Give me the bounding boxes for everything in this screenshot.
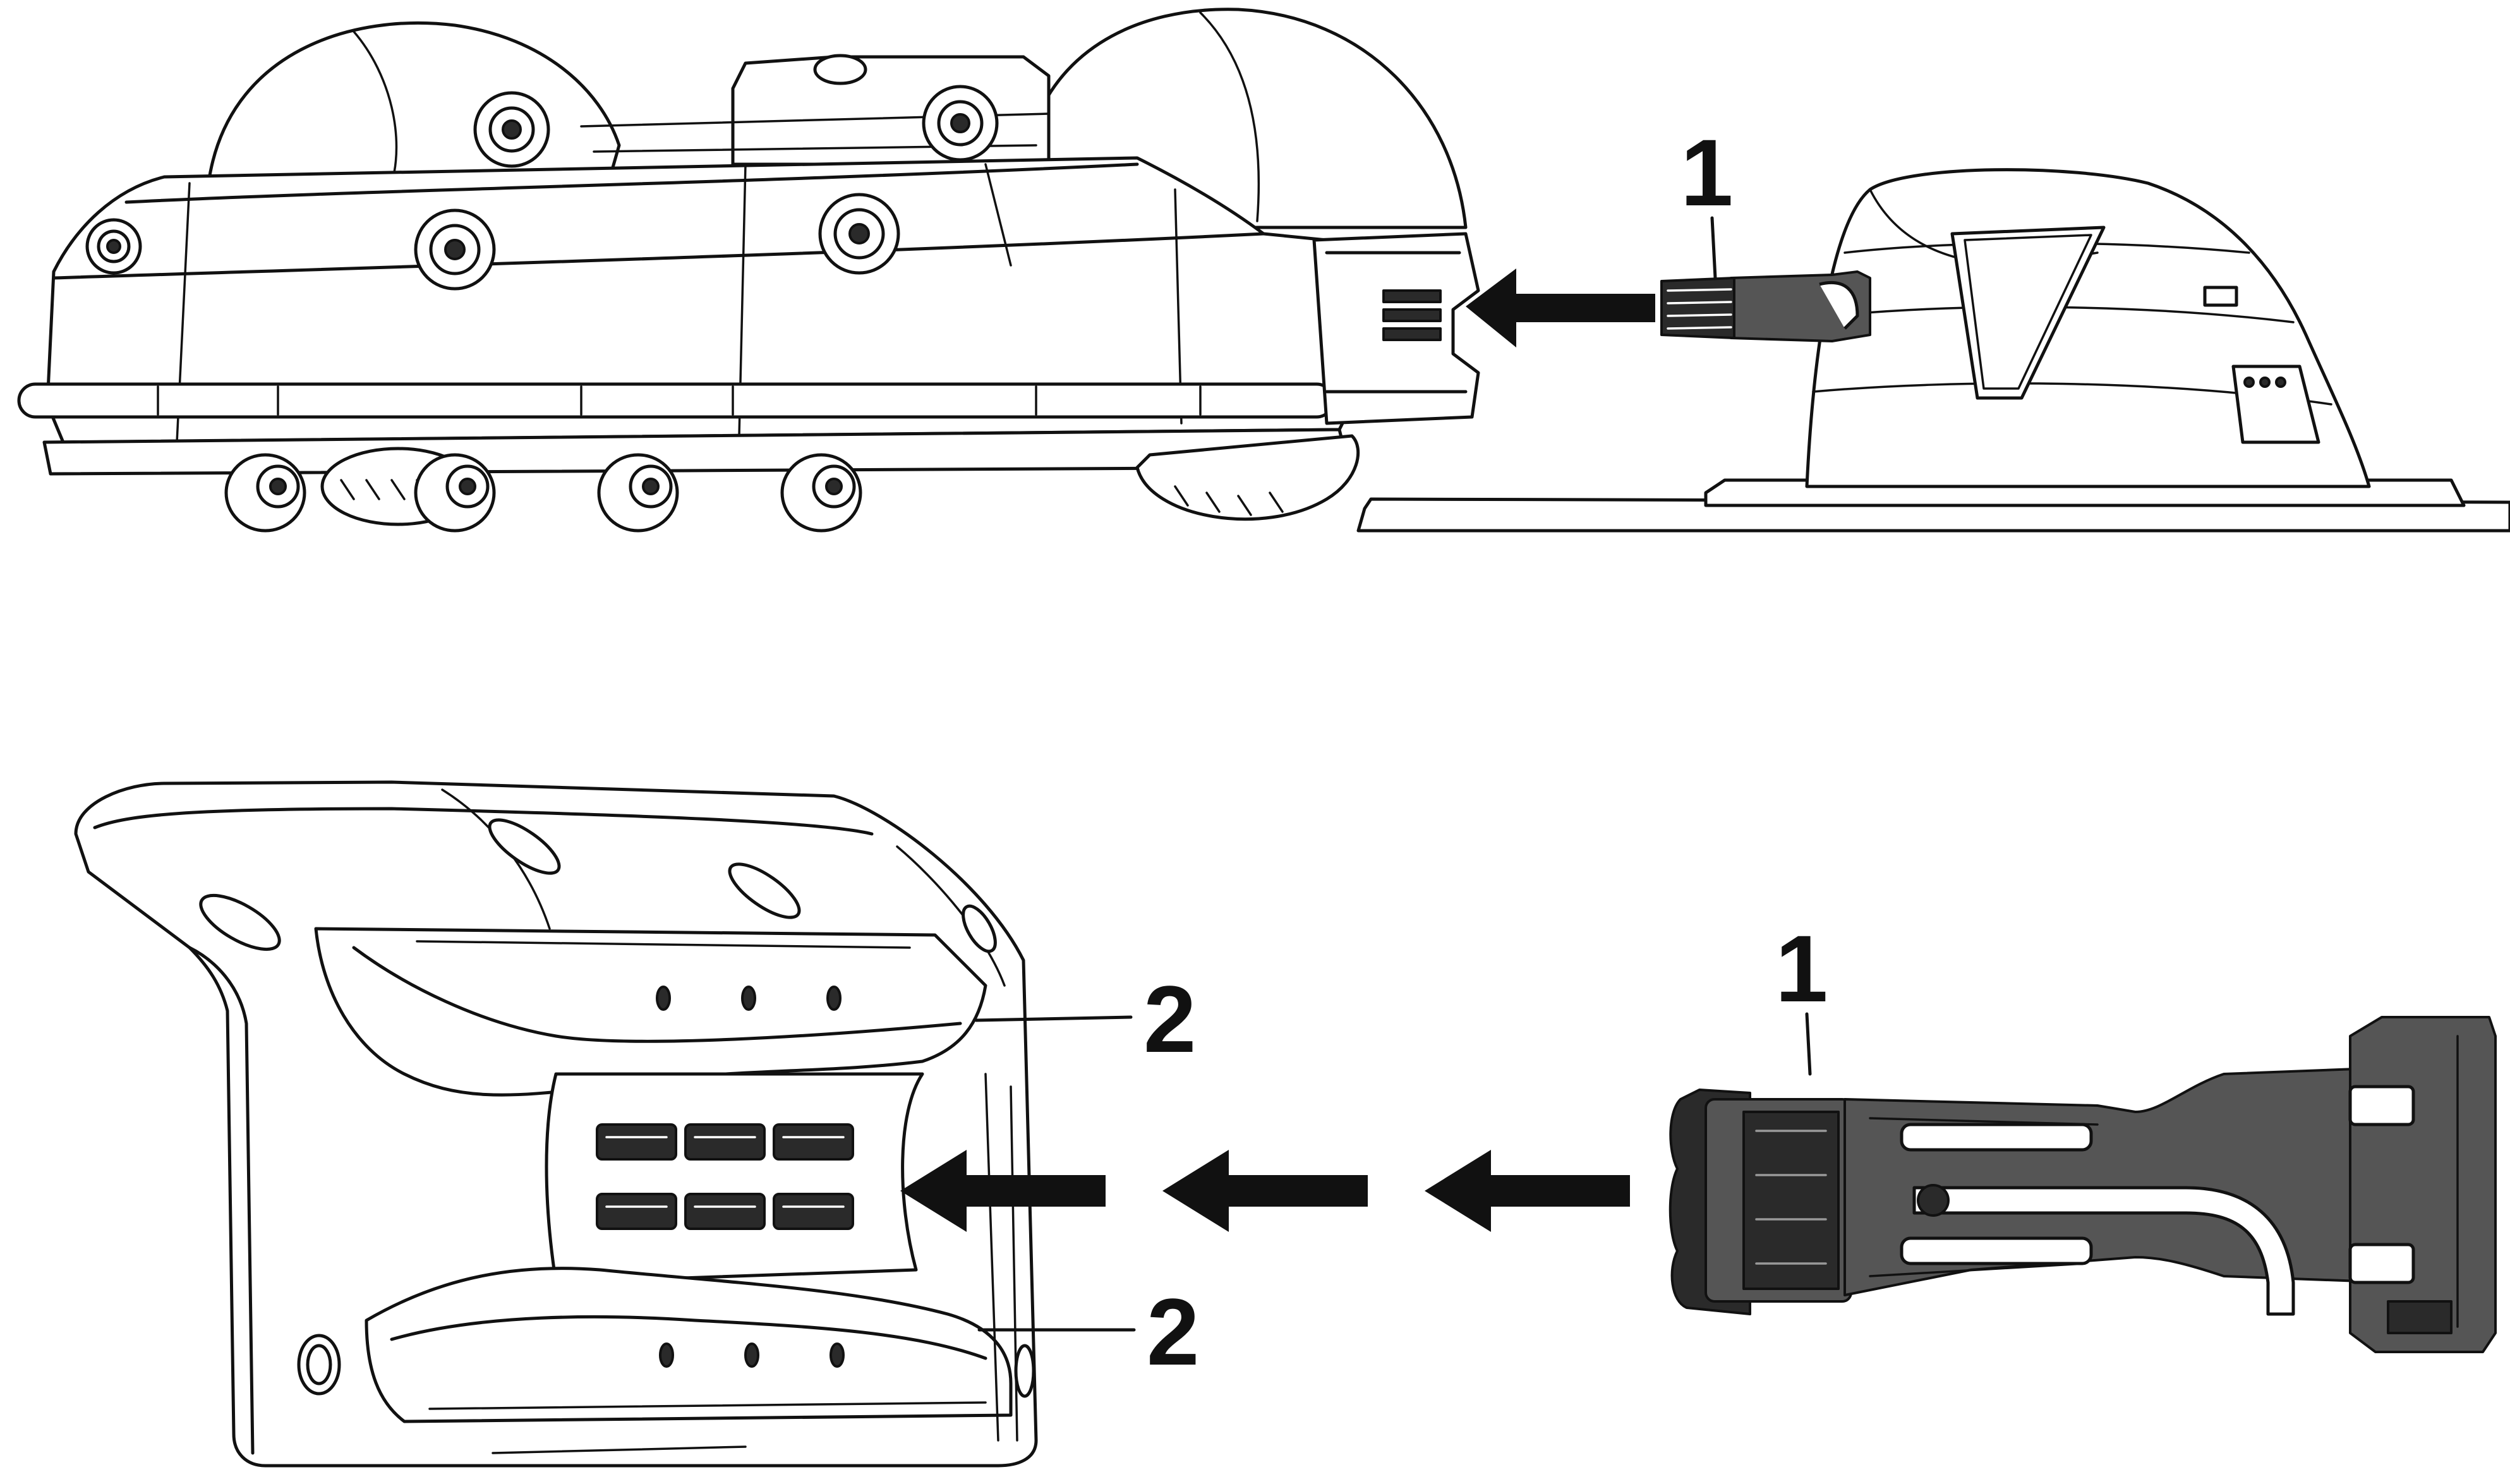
robot-mower-side-view (17, 8, 1480, 533)
insertion-arrow-bottom-2 (1162, 1150, 1368, 1232)
insertion-arrow-bottom-1 (900, 1150, 1106, 1232)
caster-bolt-top-right (922, 85, 999, 162)
small-wheel-1 (224, 453, 306, 533)
station-connector-side (1660, 270, 1871, 342)
callout-leader-1-bottom (1805, 1012, 1812, 1076)
body-bolt-2 (414, 208, 496, 291)
drive-wheel-front (1135, 434, 1360, 521)
callout-label-1-top: 1 (1680, 119, 1733, 226)
socket-pins (596, 1123, 854, 1230)
body-bolt-3 (818, 193, 900, 275)
small-wheel-2 (414, 453, 496, 533)
insertion-arrow-top (1466, 268, 1655, 347)
callout-leader-2-upper (974, 1015, 1133, 1022)
small-wheel-4 (780, 453, 862, 533)
callout-label-2-upper: 2 (1143, 966, 1196, 1072)
charging-station-side-view (1356, 168, 2510, 533)
body-bolt-1 (85, 218, 142, 275)
robot-charging-socket (1312, 232, 1480, 425)
insertion-arrow-bottom-3 (1425, 1150, 1630, 1232)
caster-bolt-top-left (473, 91, 550, 168)
callout-label-1-bottom: 1 (1775, 915, 1828, 1022)
small-wheel-3 (597, 453, 679, 533)
lower-contact-plate (365, 1267, 1013, 1454)
callout-leader-1-top (1710, 216, 1717, 280)
station-connector-top-view (1668, 1016, 2497, 1353)
callout-label-2-lower: 2 (1147, 1279, 1199, 1385)
robot-socket-closeup (74, 780, 1038, 1468)
